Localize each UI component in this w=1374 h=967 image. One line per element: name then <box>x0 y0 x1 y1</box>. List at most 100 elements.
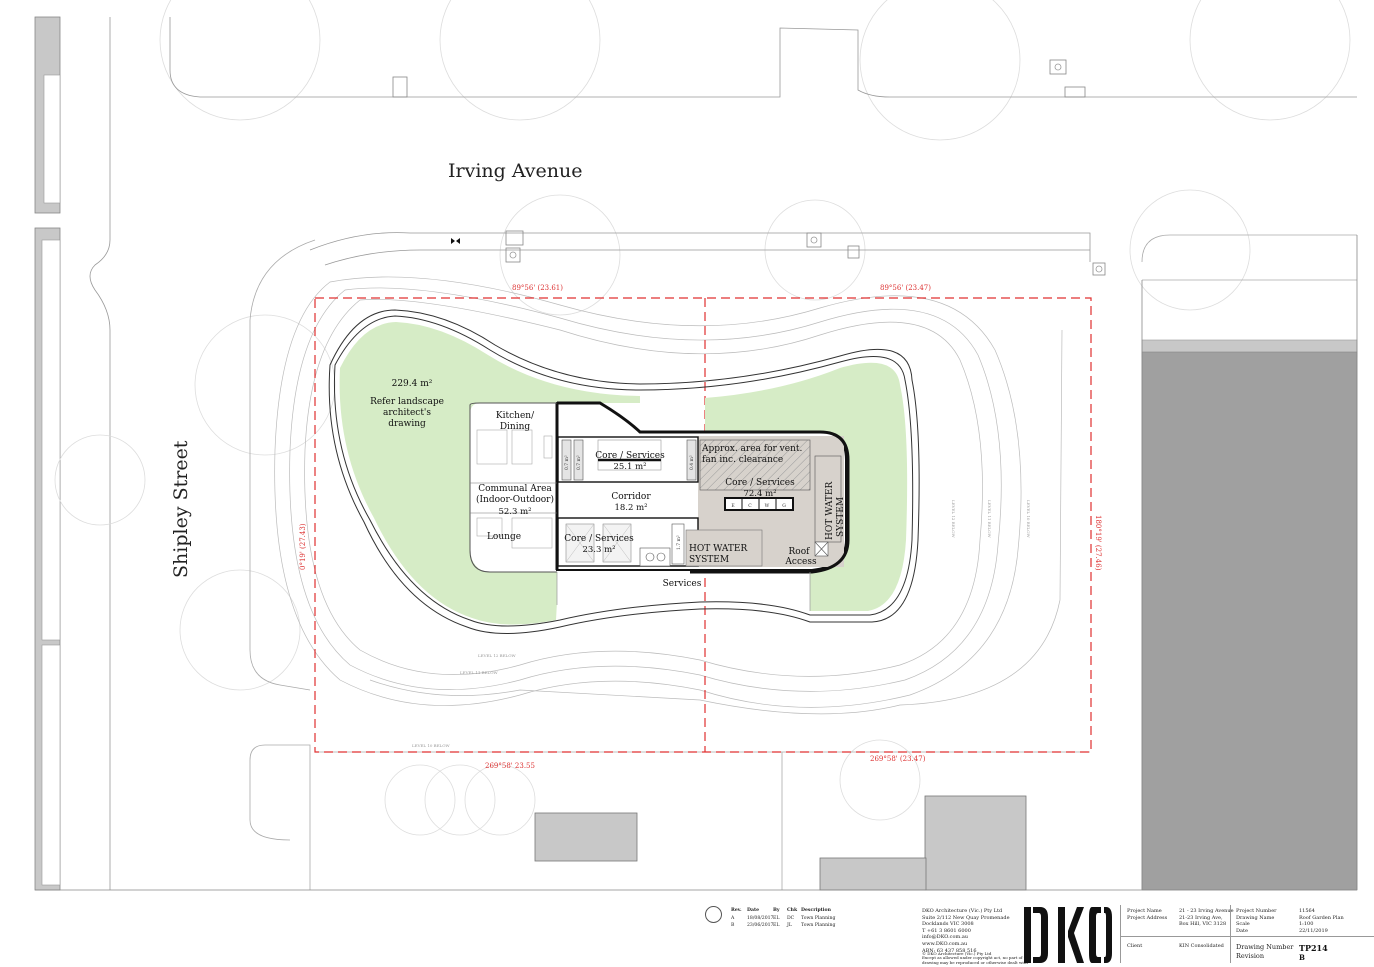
copyright-line: © DKO Architecture (Vic.) Pty Ltd <box>922 951 992 956</box>
core-services-area: 25.1 m² <box>613 462 646 472</box>
meta-value: 11564 <box>1299 908 1315 914</box>
ecwg-label: G <box>782 503 786 509</box>
dimension-bottom-left: 269°58' 23.55 <box>485 762 535 770</box>
roof-slab-outline <box>328 309 920 634</box>
project-value: Box Hill, VIC 3128 <box>1179 921 1227 928</box>
copyright-line: drawing may be reproduced or otherwise d… <box>922 959 1028 965</box>
project-label: Project Address <box>1127 914 1168 921</box>
western-footpath <box>34 16 111 891</box>
boundary-dimensions: 89°56' (23.61) 89°56' (23.47) 0°19' (27.… <box>299 284 1102 770</box>
rev-cell: Town Planning <box>801 916 836 921</box>
tree-canopies <box>54 0 1351 836</box>
rev-cell: B <box>731 923 735 928</box>
roof-access-label: Access <box>784 557 817 567</box>
lounge-label: Lounge <box>487 532 521 542</box>
landscape-garden-west <box>339 322 640 625</box>
garden-note: architect's <box>383 408 431 418</box>
core-services-area: 23.3 m² <box>582 545 615 555</box>
dimension-right: 180°19' (27.46) <box>1094 515 1102 571</box>
client-label: Client <box>1127 943 1143 949</box>
small-area: 0.7 m² <box>576 455 582 470</box>
company-line: Suite 2/112 New Quay Promenade <box>922 914 1010 921</box>
hot-water-label: HOT WATER <box>825 482 835 540</box>
copyright-note: © DKO Architecture (Vic.) Pty Ltd Except… <box>922 951 1032 965</box>
level-label: LEVEL 12 BELOW <box>478 653 516 658</box>
meta-labels: Project Number Drawing Name Scale Date <box>1236 908 1277 934</box>
rev-header: Description <box>801 908 831 913</box>
vent-label: fan inc. clearance <box>702 455 783 465</box>
communal-label: (Indoor-Outdoor) <box>476 494 554 505</box>
rev-header: Rev. <box>731 908 742 913</box>
project-value: 21-23 Irving Ave, <box>1179 914 1223 921</box>
level-labels: LEVEL 12 BELOW LEVEL 11 BELOW LEVEL 10 B… <box>412 500 1031 748</box>
north-arrow-icon <box>451 238 460 244</box>
company-line: ABN: 63 437 858 516 <box>922 947 977 954</box>
rev-header: Chk <box>787 908 798 913</box>
compass-icon <box>705 906 722 923</box>
company-line: Docklands VIC 3008 <box>922 921 974 928</box>
revision-label: Revision <box>1236 952 1265 960</box>
communal-label: Communal Area <box>478 484 552 494</box>
level-label: LEVEL 10 BELOW <box>412 743 450 748</box>
divider <box>1230 905 1231 963</box>
neighbour-buildings-south <box>315 751 1090 891</box>
ecwg-label: E <box>731 503 734 509</box>
dko-logo <box>1024 907 1112 963</box>
revision-value: B <box>1299 953 1305 962</box>
meta-values: 11564 Roof Garden Plan 1:100 22/11/2019 <box>1299 908 1344 934</box>
hot-water-label: SYSTEM <box>836 497 846 537</box>
level-label: LEVEL 11 BELOW <box>987 500 992 538</box>
company-line: T +61 3 8601 6000 <box>922 927 971 934</box>
landscape-garden-east <box>705 362 908 611</box>
street-name-north: Irving Avenue <box>448 160 582 182</box>
neighbour-building-east <box>1141 234 1358 891</box>
roof-access-label: Roof <box>789 547 811 557</box>
kitchen-label: Dining <box>500 422 531 432</box>
company-line: DKO Architecture (Vic.) Pty Ltd <box>922 908 1003 914</box>
core-services-label: Core / Services <box>595 451 665 461</box>
level-label: LEVEL 12 BELOW <box>951 500 956 538</box>
rev-cell: 23/06/2017 <box>747 923 774 928</box>
meta-value: 22/11/2019 <box>1299 927 1328 934</box>
building-envelope <box>469 401 850 611</box>
drawing-number-label: Drawing Number <box>1236 943 1294 951</box>
title-block: Rev. Date By Chk Description A 18/08/201… <box>700 900 1374 967</box>
rev-cell: 18/08/2017 <box>747 916 774 921</box>
site-kerb <box>249 239 316 890</box>
small-area: 0.7 m² <box>564 455 570 470</box>
drawing-number: TP214 <box>1299 943 1328 953</box>
ecwg-label: W <box>765 503 770 509</box>
lower-level-outlines <box>274 276 1063 715</box>
vent-label: Approx. area for vent. <box>701 444 802 454</box>
small-area: 0.4 m² <box>689 455 695 470</box>
client-value: KIN Consolidated <box>1179 943 1224 949</box>
garden-note: Refer landscape <box>370 397 444 407</box>
rev-cell: Town Planning <box>801 923 836 928</box>
garden-note: drawing <box>388 419 426 429</box>
meta-label: Date <box>1236 927 1248 934</box>
copyright-line: Except as allowed under copyright act, n… <box>922 955 1032 961</box>
meta-label: Project Number <box>1236 908 1277 914</box>
meta-value: Roof Garden Plan <box>1299 914 1344 921</box>
rev-cell: DC <box>787 916 795 921</box>
project-values: 21 - 23 Irving Avenue 21-23 Irving Ave, … <box>1179 908 1234 928</box>
core-services-area: 72.4 m² <box>743 489 776 499</box>
project-labels: Project Name Project Address <box>1127 908 1167 921</box>
core-services-label: Core / Services <box>725 478 795 488</box>
meta-value: 1:100 <box>1299 921 1314 928</box>
level-label: LEVEL 10 BELOW <box>1026 500 1031 538</box>
divider <box>1120 905 1121 963</box>
hot-water-label: HOT WATER <box>689 544 747 554</box>
rev-cell: EL <box>773 923 780 928</box>
divider <box>1120 936 1374 937</box>
dimension-bottom-right: 269°58' (23.47) <box>870 755 926 763</box>
rev-cell: EL <box>773 916 780 921</box>
meta-label: Scale <box>1236 921 1250 928</box>
core-services-label: Core / Services <box>564 534 634 544</box>
irving-avenue-road <box>169 17 1357 276</box>
ecwg-label: C <box>748 503 752 509</box>
level-label: LEVEL 11 BELOW <box>460 670 498 675</box>
rev-cell: JL <box>787 923 792 928</box>
company-line: info@DKO.com.au <box>922 934 969 941</box>
